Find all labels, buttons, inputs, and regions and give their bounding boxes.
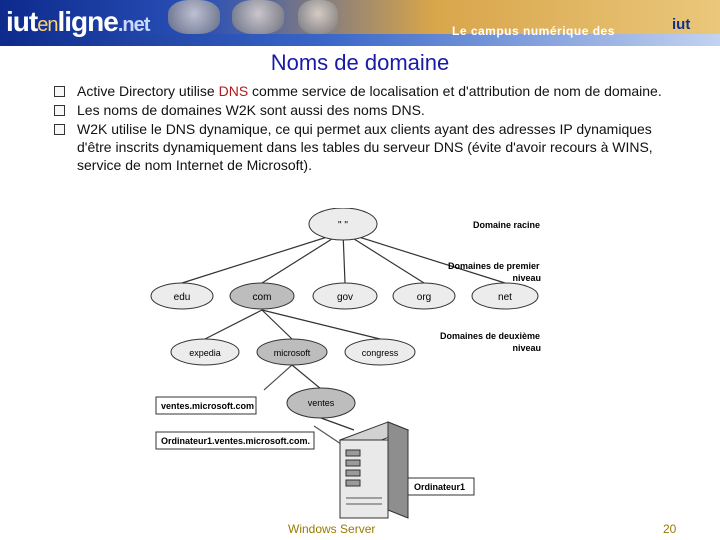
tld-label-org: org	[417, 292, 431, 303]
logo-ligne-text: ligne	[57, 6, 118, 37]
domain-node-congress	[344, 338, 416, 366]
tld-label-com: com	[253, 292, 272, 303]
logo-iut-text: iut	[6, 6, 38, 37]
bullet-item: W2K utilise le DNS dynamique, ce qui per…	[52, 120, 672, 174]
domain-label-congress: congress	[362, 348, 399, 358]
bullet-text-pre: Active Directory utilise	[77, 83, 219, 99]
tld-node-net	[471, 282, 539, 310]
tld-label-net: net	[498, 292, 512, 303]
root-node-label: " "	[338, 220, 348, 231]
bullet-text-post: comme service de localisation et d'attri…	[248, 83, 662, 99]
subdomain-node-ventes	[286, 387, 356, 419]
level2-caption-line1: Domaines de deuxième	[440, 331, 540, 341]
fqdn-domain-box	[155, 396, 257, 415]
footer-title: Windows Server	[288, 522, 376, 536]
bullet-item: Les noms de domaines W2K sont aussi des …	[52, 101, 672, 119]
logo-net-text: .net	[117, 14, 151, 36]
iutenligne-logo[interactable]: iutenligne.net	[6, 6, 151, 38]
root-domain-caption: Domaine racine	[473, 220, 540, 230]
server-computer-icon	[338, 421, 410, 519]
domain-label-expedia: expedia	[189, 348, 221, 358]
level1-caption-line2: niveau	[512, 273, 541, 283]
student-photo-2	[232, 0, 284, 34]
computer-name-label: Ordinateur1	[414, 482, 465, 492]
checkbox-bullet-icon	[54, 124, 65, 135]
header-banner: iutenligne.net Le campus numérique des i…	[0, 0, 720, 46]
computer-name-box	[407, 477, 475, 496]
tld-node-edu	[150, 282, 214, 310]
level2-caption-line2: niveau	[512, 343, 541, 353]
page-number: 20	[663, 522, 677, 536]
domain-node-microsoft	[256, 338, 328, 366]
banner-stripe	[0, 34, 720, 46]
dns-hierarchy-diagram: " " Domaine racine Domaines de premier n…	[150, 208, 541, 519]
logo-en-text: en	[37, 14, 58, 36]
checkbox-bullet-icon	[54, 86, 65, 97]
level1-caption-line1: Domaines de premier	[448, 261, 540, 271]
student-photo-1	[168, 0, 220, 34]
slide-title: Noms de domaine	[270, 50, 450, 75]
fqdn-host-label: Ordinateur1.ventes.microsoft.com.	[161, 436, 310, 446]
domain-label-microsoft: microsoft	[274, 348, 311, 358]
root-domain-node	[308, 208, 378, 241]
subdomain-label-ventes: ventes	[308, 398, 335, 408]
bullet-text: W2K utilise le DNS dynamique, ce qui per…	[77, 121, 653, 173]
fqdn-host-box	[155, 431, 315, 450]
tld-label-edu: edu	[174, 292, 191, 303]
bullet-item: Active Directory utilise DNS comme servi…	[52, 82, 672, 100]
tld-node-gov	[312, 282, 378, 310]
domain-node-expedia	[170, 338, 240, 366]
connector-lines	[181, 231, 506, 431]
tld-node-org	[392, 282, 456, 310]
fqdn-domain-label: ventes.microsoft.com	[161, 401, 254, 411]
bullet-text: Les noms de domaines W2K sont aussi des …	[77, 102, 425, 118]
bullet-list: Active Directory utilise DNS comme servi…	[52, 82, 672, 175]
banner-tagline: Le campus numérique des	[452, 24, 615, 38]
tld-node-com	[229, 282, 295, 310]
bullet-highlight: DNS	[218, 83, 249, 99]
student-photo-3	[298, 0, 338, 34]
banner-iut-logo: iut	[672, 16, 691, 33]
checkbox-bullet-icon	[54, 105, 65, 116]
tld-label-gov: gov	[337, 292, 353, 303]
